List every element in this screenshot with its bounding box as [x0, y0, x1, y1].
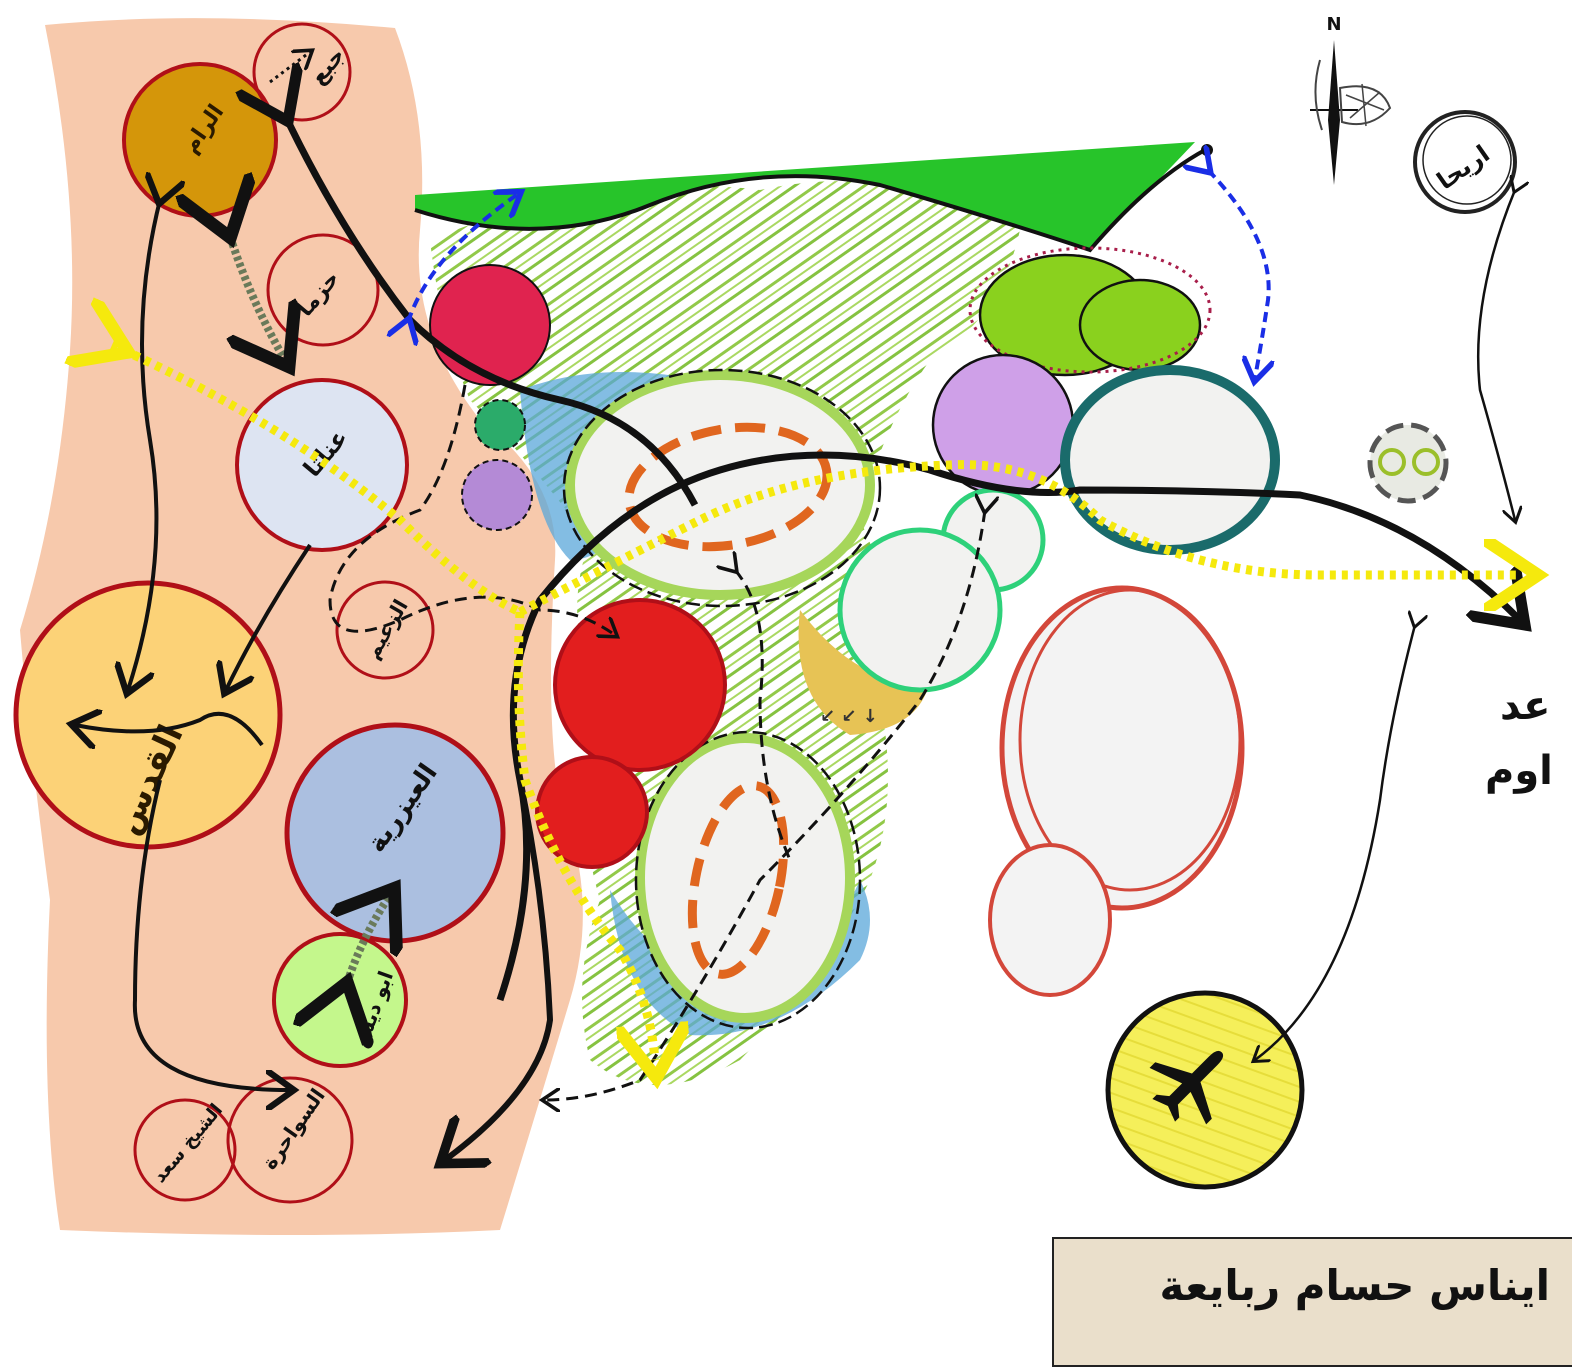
main-east-road: [496, 451, 1520, 1002]
grey-link-abudis-eizariya: [345, 895, 390, 990]
side-text-line-2: اوم: [1485, 748, 1553, 794]
jericho-circle: [1413, 110, 1517, 214]
small-lavender-circle: [461, 459, 533, 531]
red-outline-oval-large-2: [1018, 588, 1242, 892]
airport-circle: [1105, 990, 1305, 1190]
park-oval-upper-outline: [562, 368, 882, 608]
main-spine-road: [285, 115, 699, 507]
small-green-circle: [474, 399, 526, 451]
red-outline-oval-large: [999, 585, 1245, 911]
north-boundary-line: [414, 148, 1206, 253]
crimson-circle: [429, 264, 551, 386]
circle-sheikh-saad: [133, 1098, 237, 1202]
blue-arrow-east: [1208, 170, 1269, 378]
north-arrow-icon: N: [1310, 14, 1392, 185]
link-ram-quds: [128, 200, 160, 690]
teal-oval: [1060, 365, 1280, 555]
blue-arrow-west: [408, 194, 518, 322]
link-jericho: [1476, 190, 1515, 520]
author-name: ايناس حسام ربايعة: [1159, 1261, 1550, 1310]
jericho-circle-ring: [1422, 115, 1512, 205]
red-outline-oval-small: [988, 843, 1112, 997]
dashed-path-east: [545, 510, 985, 1100]
compound-icon: [1367, 422, 1449, 504]
red-circle-large: [553, 598, 727, 772]
link-jaba-dotted: [269, 52, 310, 84]
grey-link-ram-anata: [228, 230, 285, 360]
link-quds-inner: [75, 714, 264, 745]
ochre-arrow-marks: ↙ ↙ ↓: [820, 706, 878, 727]
park-oval-lower: [635, 733, 855, 1023]
lime-oval-inner: [1078, 278, 1202, 372]
link-anata-quds: [226, 543, 312, 690]
core-dashed-upper: [624, 422, 832, 552]
circle-zaim: [335, 580, 435, 680]
yellow-axis-west: [112, 345, 522, 617]
north-green-band: [415, 142, 1195, 250]
yellow-axis-east: [517, 460, 1520, 616]
author-box: ايناس حسام ربايعة: [1052, 1237, 1572, 1367]
svg-text:N: N: [1326, 14, 1341, 35]
side-text-line-1: عد: [1500, 683, 1551, 729]
link-quds-abudis: [132, 779, 290, 1090]
link-airport: [1255, 625, 1415, 1060]
airplane-icon: [1149, 1050, 1224, 1125]
yellow-axis-south: [513, 611, 655, 1060]
boundary-point: [1201, 144, 1213, 156]
